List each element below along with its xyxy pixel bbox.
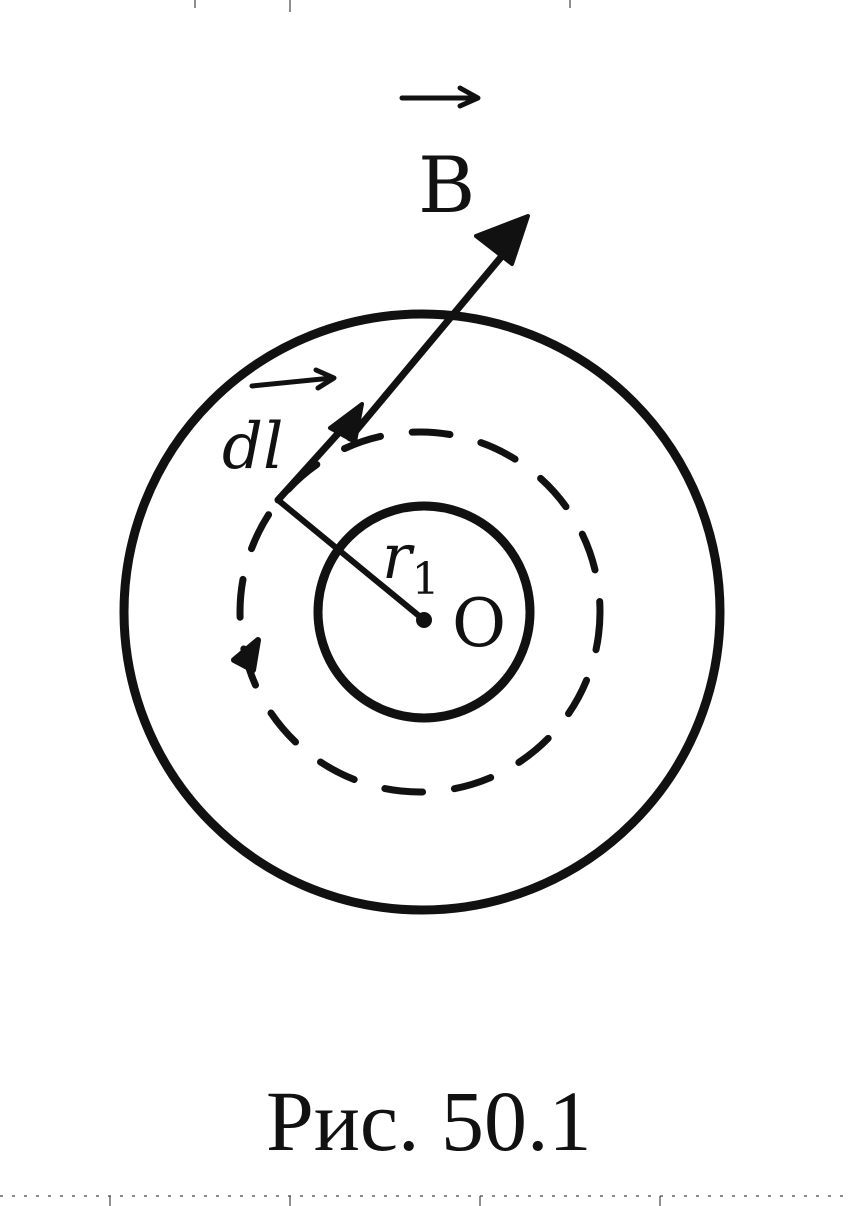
contour-direction-arrow — [231, 637, 261, 673]
radius-label: r1 — [382, 520, 440, 605]
radius-line — [275, 497, 427, 623]
b-vector-label: B — [418, 141, 475, 231]
radius-subscript: 1 — [412, 554, 440, 605]
dl-vector-label: dl — [222, 410, 283, 484]
inner-circle — [313, 501, 535, 723]
b-vector — [346, 214, 530, 442]
b-label-overarrow — [399, 85, 481, 109]
dl-label-overarrow — [249, 367, 337, 391]
figure-caption: Рис. 50.1 — [266, 1073, 592, 1169]
center-label: O — [452, 585, 506, 662]
radius-symbol: r — [382, 520, 415, 593]
dashed-contour — [236, 428, 604, 796]
center-point — [416, 612, 432, 628]
outer-circle — [119, 309, 725, 915]
dl-vector — [274, 402, 364, 504]
